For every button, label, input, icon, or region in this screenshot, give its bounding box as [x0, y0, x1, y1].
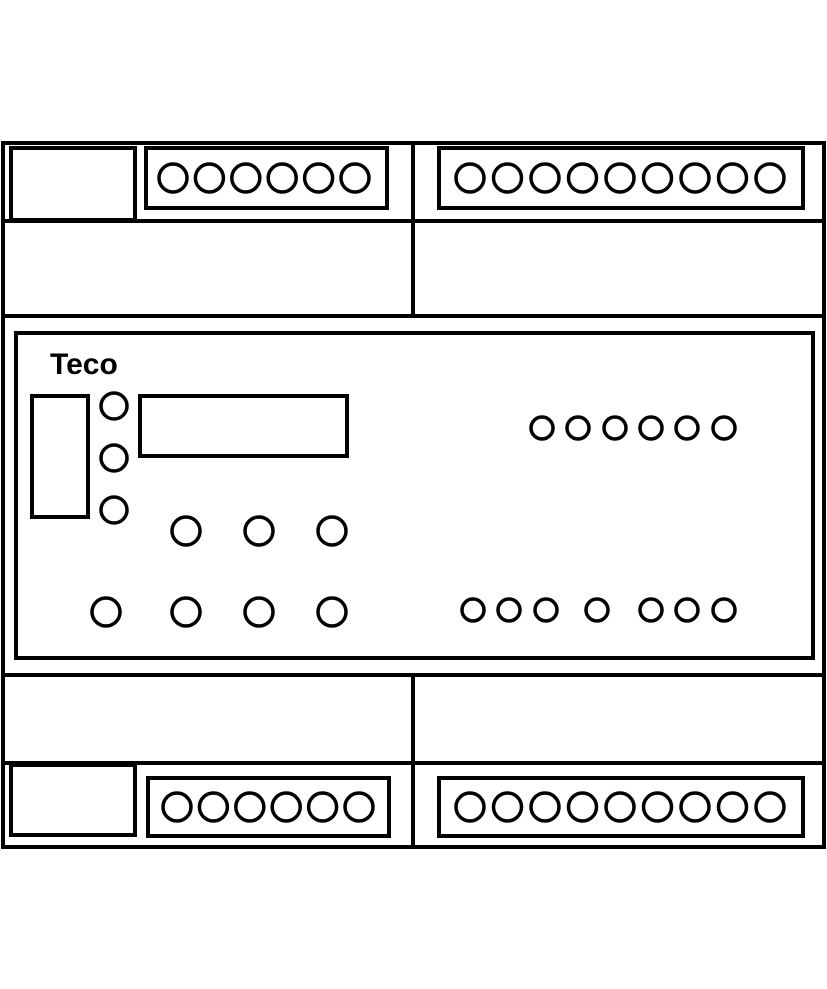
io-led: [674, 415, 700, 441]
terminal-screw: [302, 162, 335, 194]
terminal-screw: [454, 791, 486, 823]
terminal-screw: [197, 791, 230, 823]
keypad-button[interactable]: [316, 596, 348, 628]
io-led: [460, 597, 486, 623]
terminal-screw: [193, 162, 226, 194]
terminal-screw: [716, 162, 749, 194]
terminal-screw: [161, 791, 193, 823]
terminal-screw: [529, 162, 561, 194]
terminal-screw: [306, 791, 339, 823]
terminal-block-bottom-left: [146, 776, 391, 838]
io-led: [529, 415, 555, 441]
io-led: [638, 415, 664, 441]
io-led: [533, 597, 559, 623]
io-led: [674, 597, 700, 623]
terminal-screw: [679, 791, 711, 823]
terminal-screw: [266, 162, 298, 194]
terminal-screw: [339, 162, 371, 194]
keypad-button[interactable]: [243, 515, 275, 547]
terminal-screw: [491, 791, 524, 823]
keypad-button[interactable]: [243, 596, 275, 628]
terminal-screw: [529, 791, 561, 823]
indicator-led: [99, 495, 129, 525]
terminal-screw: [679, 162, 711, 194]
indicator-led: [99, 443, 129, 473]
keypad-button[interactable]: [170, 596, 202, 628]
terminal-screw: [491, 162, 524, 194]
module-slot: [30, 394, 90, 519]
keypad-button[interactable]: [316, 515, 348, 547]
terminal-screw: [604, 791, 636, 823]
terminal-screw: [157, 162, 189, 194]
label-plate-top: [9, 146, 137, 222]
terminal-block-top-right: [437, 146, 805, 210]
terminal-screw: [641, 162, 674, 194]
terminal-screw: [754, 791, 786, 823]
front-panel: [14, 331, 815, 660]
io-led: [711, 597, 737, 623]
indicator-led: [99, 391, 129, 421]
terminal-screw: [454, 162, 486, 194]
terminal-screw: [716, 791, 749, 823]
io-led: [584, 597, 610, 623]
label-plate-bottom: [9, 763, 137, 837]
terminal-screw: [566, 791, 599, 823]
keypad-button[interactable]: [170, 515, 202, 547]
keypad-button[interactable]: [90, 596, 122, 628]
io-led: [711, 415, 737, 441]
terminal-screw: [270, 791, 302, 823]
display-window: [138, 394, 349, 458]
terminal-screw: [234, 791, 266, 823]
terminal-screw: [230, 162, 262, 194]
terminal-screw: [604, 162, 636, 194]
io-led: [638, 597, 664, 623]
brand-logo-text: Teco: [50, 348, 118, 381]
terminal-block-bottom-right: [437, 776, 805, 838]
terminal-screw: [566, 162, 599, 194]
terminal-block-top-left: [144, 146, 389, 210]
terminal-screw: [343, 791, 375, 823]
terminal-screw: [754, 162, 786, 194]
io-led: [565, 415, 591, 441]
terminal-screw: [641, 791, 674, 823]
io-led: [602, 415, 628, 441]
io-led: [496, 597, 522, 623]
